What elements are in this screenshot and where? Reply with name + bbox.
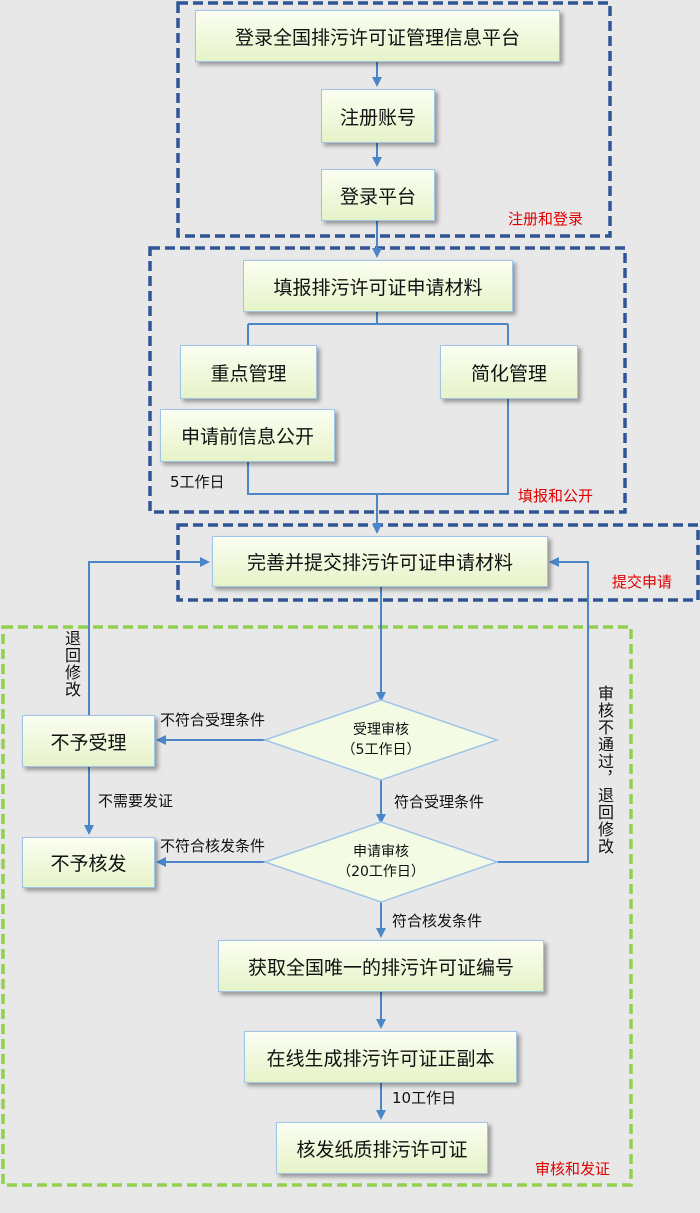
step-not-issued: 不予核发 bbox=[22, 837, 155, 888]
label-not-meet-issue: 不符合核发条件 bbox=[160, 837, 266, 855]
label-five-days: 5工作日 bbox=[170, 473, 225, 491]
decision-acceptance-line2: （5工作日） bbox=[341, 742, 421, 758]
step-submit-materials: 完善并提交排污许可证申请材料 bbox=[212, 536, 548, 587]
label-return-modify: 退回修改 bbox=[62, 630, 81, 698]
step-login-platform: 登录全国排污许可证管理信息平台 bbox=[195, 10, 560, 62]
step-register-account: 注册账号 bbox=[321, 89, 435, 143]
decision-acceptance-line1: 受理审核 bbox=[353, 722, 409, 738]
decision-acceptance-shape bbox=[262, 699, 500, 781]
step-fill-materials: 填报排污许可证申请材料 bbox=[243, 260, 513, 312]
label-no-need-issue: 不需要发证 bbox=[98, 792, 174, 810]
group-label-submit: 提交申请 bbox=[612, 573, 673, 591]
arrow-review-failed-to-submit bbox=[497, 557, 589, 863]
step-key-management: 重点管理 bbox=[180, 345, 317, 399]
label-review-failed: 审核不通过，退回修改 bbox=[595, 685, 614, 855]
decision-application-shape bbox=[262, 821, 500, 903]
step-generate-license: 在线生成排污许可证正副本 bbox=[244, 1031, 517, 1083]
group-label-register-login: 注册和登录 bbox=[508, 210, 584, 228]
line-fill-split bbox=[247, 312, 509, 345]
step-not-accepted: 不予受理 bbox=[22, 715, 155, 767]
group-border-submit bbox=[176, 523, 700, 602]
decision-application-line2: （20工作日） bbox=[337, 864, 425, 880]
label-meet-issue: 符合核发条件 bbox=[392, 912, 483, 930]
group-border-review-issue bbox=[1, 625, 633, 1187]
line-disclosure-down bbox=[247, 462, 377, 495]
line-simple-down bbox=[377, 399, 509, 495]
label-not-meet-accept: 不符合受理条件 bbox=[160, 711, 266, 729]
step-login: 登录平台 bbox=[321, 169, 435, 221]
decision-application-line1: 申请审核 bbox=[353, 844, 409, 860]
step-get-number: 获取全国唯一的排污许可证编号 bbox=[218, 940, 544, 992]
step-simple-management: 简化管理 bbox=[440, 345, 578, 399]
decision-acceptance-text: 受理审核 （5工作日） bbox=[321, 720, 441, 760]
group-label-review-issue: 审核和发证 bbox=[535, 1160, 611, 1178]
step-pre-disclosure: 申请前信息公开 bbox=[160, 409, 335, 462]
group-label-fill-publish: 填报和公开 bbox=[518, 487, 594, 505]
decision-application-text: 申请审核 （20工作日） bbox=[321, 842, 441, 882]
label-meet-accept: 符合受理条件 bbox=[394, 793, 485, 811]
step-issue-paper: 核发纸质排污许可证 bbox=[276, 1122, 488, 1174]
group-border-register-login bbox=[176, 1, 612, 238]
label-ten-days: 10工作日 bbox=[392, 1089, 457, 1107]
group-border-fill-publish bbox=[148, 246, 627, 514]
arrow-return-to-submit bbox=[88, 557, 210, 715]
